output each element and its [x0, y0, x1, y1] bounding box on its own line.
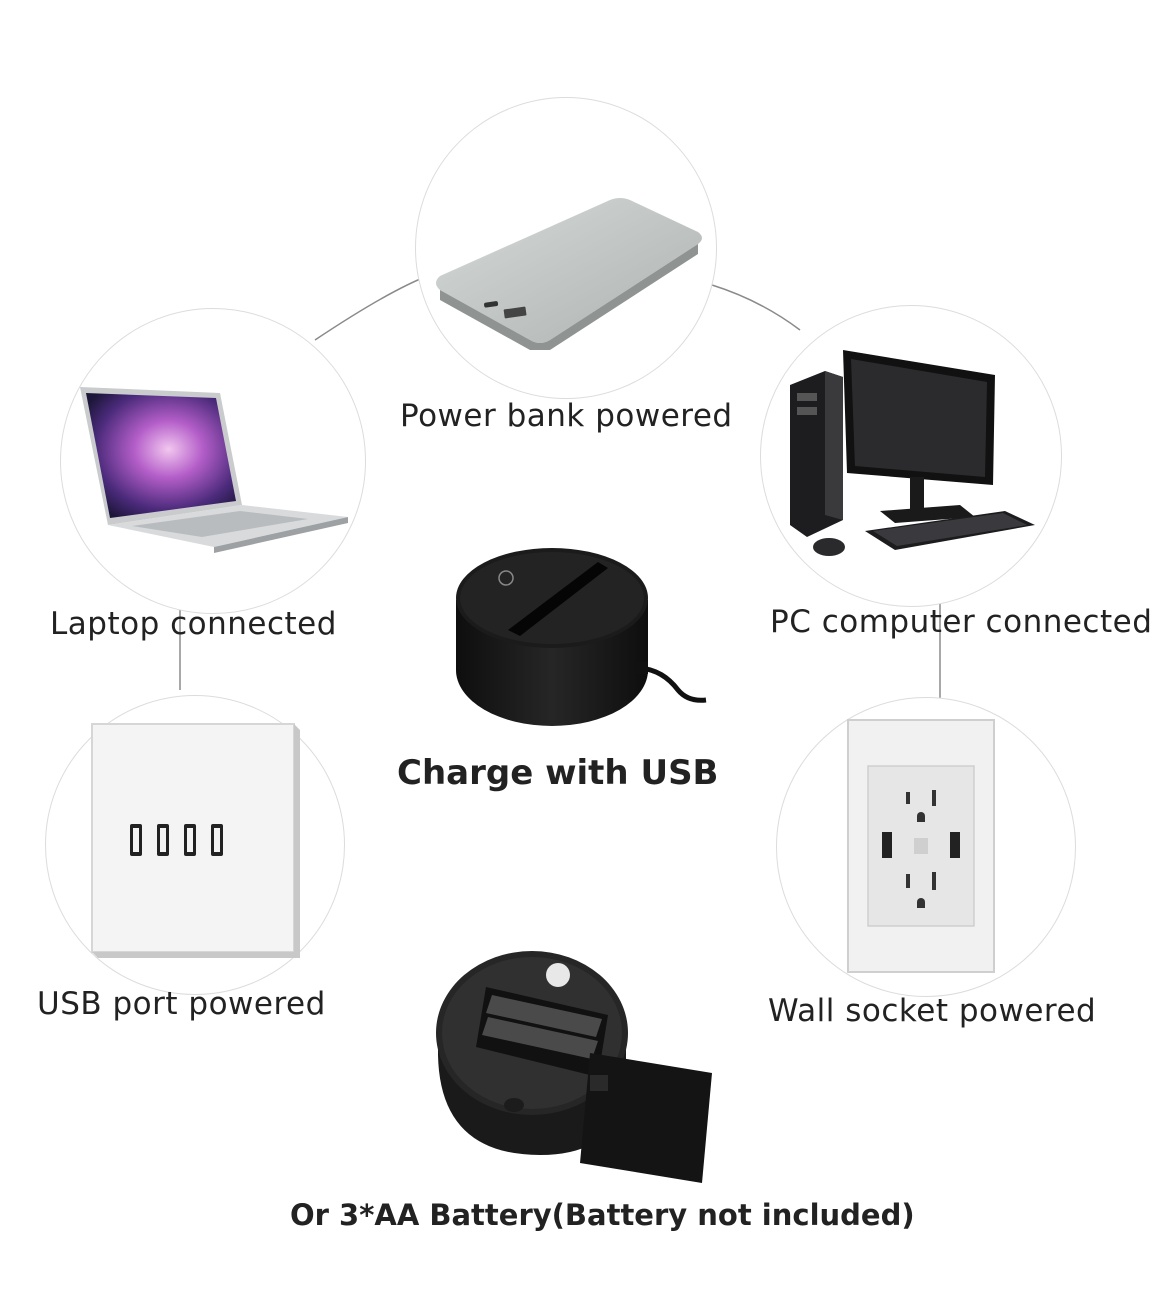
power-bank-icon [436, 198, 702, 350]
center-label: Charge with USB [397, 753, 719, 793]
laptop-icon [80, 387, 348, 553]
usb-wall-plate-icon [91, 723, 300, 958]
pc-label: PC computer connected [770, 604, 1153, 640]
wall-outlet-icon [847, 719, 995, 973]
lamp-base-icon [456, 548, 707, 726]
laptop-label: Laptop connected [50, 606, 337, 642]
power-bank-label: Power bank powered [400, 398, 733, 434]
desktop-computer-icon [790, 350, 1035, 556]
battery-label: Or 3*AA Battery(Battery not included) [290, 1198, 915, 1232]
usb-port-label: USB port powered [37, 986, 326, 1022]
wall-socket-label: Wall socket powered [768, 993, 1097, 1029]
battery-compartment-icon [436, 951, 712, 1183]
